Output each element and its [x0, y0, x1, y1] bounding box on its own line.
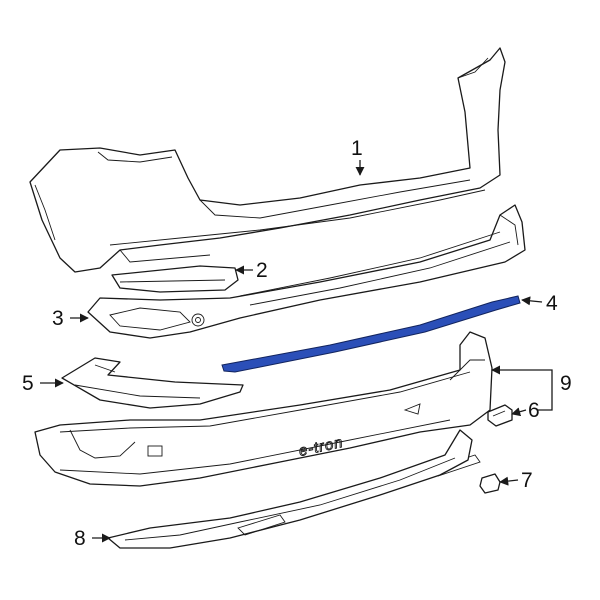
- cap-7: [479, 473, 501, 494]
- callout-8: 8: [74, 527, 86, 550]
- bracket-6: [487, 404, 513, 427]
- trim-strip-2: [111, 265, 239, 293]
- leader-6: [511, 407, 527, 417]
- lower-bumper-assembly: e-tron: [34, 331, 493, 487]
- highlighted-molding-strip: [221, 295, 521, 373]
- leader-7: [499, 476, 519, 486]
- leader-4: [521, 296, 543, 306]
- skid-plate-8: [107, 429, 473, 549]
- callouts: 1 2 3 4 5 6 7 8 9: [22, 137, 572, 550]
- side-trim-5: [61, 357, 244, 409]
- callout-1: 1: [351, 137, 363, 160]
- upper-bumper-cover: [29, 47, 506, 273]
- callout-7: 7: [521, 469, 533, 492]
- callout-2: 2: [256, 259, 268, 282]
- leader-lines: [40, 160, 553, 543]
- molding-strip-4: [221, 295, 521, 373]
- callout-3: 3: [52, 307, 64, 330]
- callout-5: 5: [22, 372, 34, 395]
- callout-4: 4: [546, 292, 558, 315]
- callout-9: 9: [560, 372, 572, 395]
- callout-6: 6: [528, 399, 540, 422]
- diffuser-panel: [87, 204, 526, 339]
- leader-9-bracket: [538, 369, 553, 411]
